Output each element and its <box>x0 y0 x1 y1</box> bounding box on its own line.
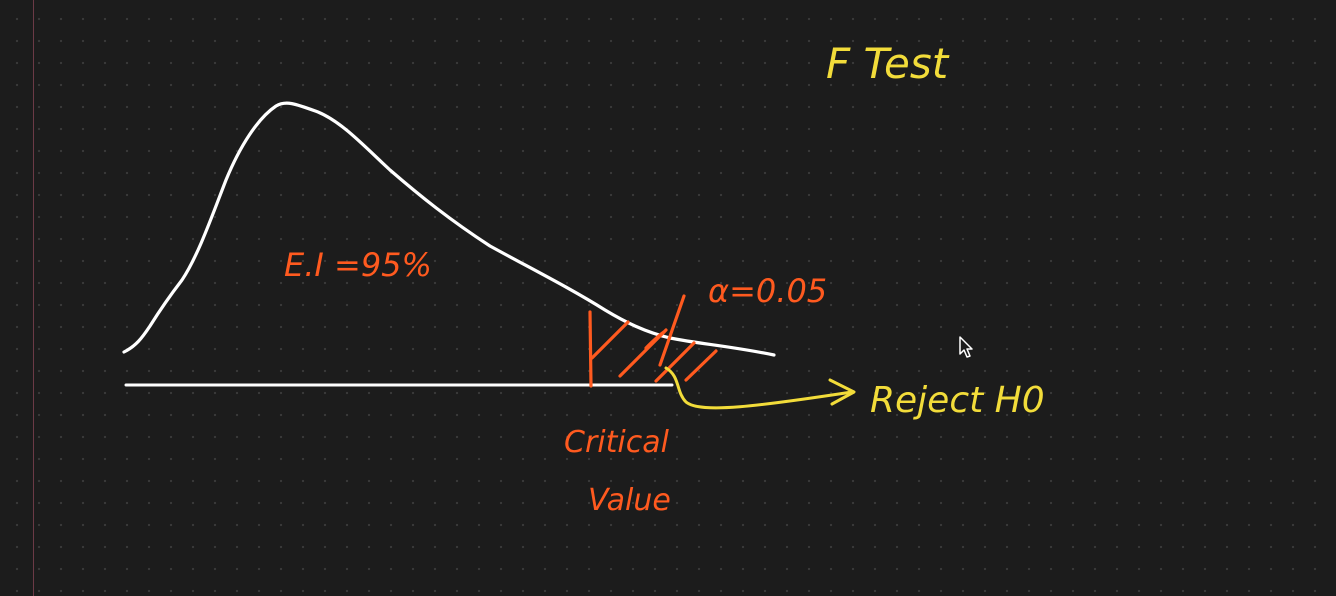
critical-value-line <box>588 310 593 388</box>
critical-value-label-line2: Value <box>588 483 671 518</box>
page-margin-line <box>33 0 34 596</box>
rejection-region-hatching <box>590 294 718 383</box>
critical-value-label-line1: Critical <box>564 425 670 460</box>
diagram-title: F Test <box>826 39 950 88</box>
alpha-label: α=0.05 <box>708 272 827 310</box>
mouse-pointer-icon <box>959 336 973 358</box>
reject-arrow <box>664 366 854 410</box>
reject-null-label: Reject H0 <box>870 380 1045 421</box>
confidence-interval-label: E.I =95% <box>284 246 432 284</box>
reject-arrow-head <box>828 378 856 406</box>
